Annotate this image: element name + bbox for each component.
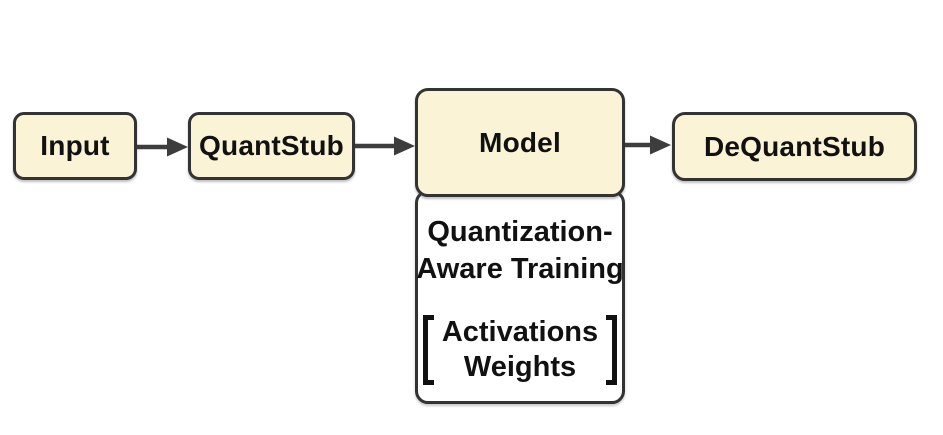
- model-annotation-box: Quantization- Aware Training Activations…: [415, 190, 625, 404]
- bracket-item-weights: Weights: [463, 351, 577, 383]
- left-bracket: [423, 315, 434, 385]
- node-model: Model: [415, 88, 625, 197]
- node-dequantstub-label: DeQuantStub: [703, 130, 886, 162]
- node-dequantstub: DeQuantStub: [672, 112, 917, 181]
- node-quantstub: QuantStub: [188, 112, 355, 180]
- arrow-quantstub-to-model: [355, 136, 415, 156]
- bracket-items: Activations Weights: [434, 315, 606, 385]
- right-bracket: [606, 315, 617, 385]
- bracket-group: Activations Weights: [423, 315, 617, 385]
- annotation-caption-line2: Aware Training: [416, 253, 624, 285]
- node-input: Input: [13, 112, 137, 180]
- annotation-caption: Quantization- Aware Training: [416, 214, 623, 288]
- node-model-label: Model: [479, 126, 561, 158]
- arrow-model-to-dequantstub: [625, 135, 671, 155]
- arrow-input-to-quantstub: [137, 137, 188, 157]
- annotation-caption-line1: Quantization-: [427, 216, 613, 248]
- node-quantstub-label: QuantStub: [199, 130, 344, 161]
- bracket-item-activations: Activations: [441, 316, 599, 348]
- node-input-label: Input: [40, 130, 110, 161]
